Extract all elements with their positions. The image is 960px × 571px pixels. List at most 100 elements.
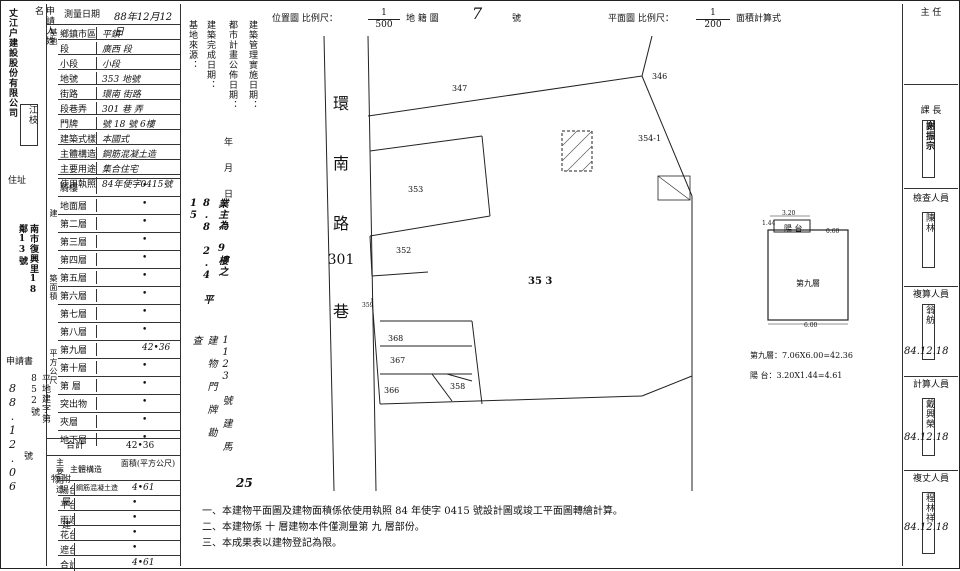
- floor-row: 騎樓•: [58, 178, 180, 196]
- floor-row-label: 夾層: [60, 415, 97, 428]
- application-date: 88.12.06: [6, 382, 19, 494]
- aux-row-value: •: [132, 513, 138, 523]
- meta-column: 基地來源： 建築完成日期： 都市計畫公佈日期： 建築管理實施日期： 年 月 日 …: [184, 10, 270, 510]
- aux-row: 合計4•61: [58, 555, 180, 571]
- floor-row-label: 第八層: [60, 325, 97, 338]
- survey-row-value: 集合住宅: [102, 165, 139, 175]
- survey-row-value: 廣西 段: [102, 45, 132, 55]
- floor-row-value: •: [142, 181, 148, 191]
- plan-top-dim: 3.20: [782, 210, 796, 217]
- floor-row: 第十層 •: [58, 358, 180, 376]
- note-2: 二、本建物係 十 層建物本件僅測量第 九 層部份。: [202, 522, 425, 533]
- parcel-368: 368: [388, 334, 404, 343]
- floor-plan: [767, 215, 849, 325]
- note-3: 三、本成果表以建物登記為限。: [202, 538, 342, 549]
- survey-row: 主要用途集合住宅: [58, 159, 180, 175]
- floor-row-value: •: [142, 325, 148, 335]
- section-chief-box: 課 長 謝振宗: [904, 84, 958, 189]
- recalc-date: 84.12.18: [904, 346, 949, 357]
- floor-row: 夾層•: [58, 412, 180, 430]
- plan-scale-bottom: 200: [704, 20, 722, 30]
- survey-row-value: 84年使字0415號: [102, 180, 173, 190]
- floor-row-value: •: [142, 361, 148, 371]
- floor-row-value: •: [142, 379, 148, 389]
- plan-scale-top: 1: [696, 8, 730, 20]
- aux-row-value: •: [132, 543, 138, 553]
- aux-row-label: 遮台: [60, 543, 75, 556]
- aux-row-label: 花台: [60, 528, 75, 541]
- plan-suffix: 面積計算式: [736, 14, 782, 24]
- survey-row-label: 主要用途: [60, 162, 97, 175]
- floor-row-value: •: [142, 253, 148, 263]
- floor-row-value: •: [142, 217, 148, 227]
- aux-row: 遮台 •: [58, 540, 180, 556]
- floor-row-label: 第 層: [60, 379, 97, 392]
- survey-row: 門牌號 18 號 6樓: [58, 114, 180, 130]
- aux-row-value: 4•61: [132, 558, 155, 568]
- floor-row-value: •: [142, 289, 148, 299]
- parcel-347: 347: [452, 84, 468, 93]
- aux-side-label: 附屬建物: [49, 474, 70, 543]
- parcel-366: 366: [384, 386, 400, 395]
- floor-row-value: •: [142, 397, 148, 407]
- survey-row-label: 鄉鎮市區: [60, 27, 97, 40]
- computer-box: 計算人員 戴興榮 84.12.18: [904, 376, 958, 471]
- floor-row: 第五層•: [58, 268, 180, 286]
- survey-row-label: 街路: [60, 87, 97, 100]
- parcel-352: 352: [396, 246, 412, 255]
- floor-row-label: 第六層: [60, 289, 97, 302]
- survey-row: 街路環南 街路: [58, 84, 180, 100]
- survey-row: 小段小段: [58, 54, 180, 70]
- floor-row-label: 第三層: [60, 235, 97, 248]
- floor-row-label: 第四層: [60, 253, 97, 266]
- survey-row-label: 建築式樣: [60, 132, 97, 145]
- survey-row-value: 本國式: [102, 135, 130, 145]
- aux-row: 雨遮•: [58, 510, 180, 526]
- chief-label: 主 任: [920, 8, 942, 18]
- road-char-1: 環: [332, 94, 349, 113]
- floor-row-value: 42•36: [142, 343, 171, 353]
- aux-row-label: 陽台: [60, 483, 75, 496]
- floor-row: 第六層 •: [58, 286, 180, 304]
- survey-row-label: 主體構造: [60, 147, 97, 160]
- floor-row-label: 突出物: [60, 397, 97, 410]
- location-scale-label: 位置圖 比例尺：: [272, 14, 338, 24]
- floor-row-label: 第十層: [60, 361, 97, 374]
- survey-row-value: 號 18 號 6樓: [102, 120, 155, 130]
- no-label: 號: [24, 452, 34, 462]
- applicant-stamp: 江枝: [20, 104, 38, 146]
- address-value: 南市復興里18鄰13號: [17, 224, 38, 296]
- survey-row-label: 段巷弄: [60, 102, 97, 115]
- survey-date-value: 88年12月12日: [114, 12, 173, 38]
- floor-row-label: 第七層: [60, 307, 97, 320]
- notes-block: 一、本建物平面圖及建物面積係依使用執照 84 年使字 0415 號設計圖或竣工平…: [202, 504, 902, 552]
- survey-row-value: 小段: [102, 60, 121, 70]
- floor-row-label: 第二層: [60, 217, 97, 230]
- meta-handwritten-2: 1123 號 建 馬 建 物 門 牌 勘 查: [190, 335, 231, 452]
- floor-row-label: 第九層: [60, 343, 97, 356]
- survey-row-value: 鋼筋混凝土造: [102, 150, 157, 160]
- map-road-label: 環 南 路 301 巷: [326, 90, 356, 322]
- header-bar: 位置圖 比例尺： 1 500 地 籍 圖 7 號 平面圖 比例尺： 1 200 …: [272, 4, 902, 32]
- location-scale-bottom: 500: [375, 20, 393, 30]
- section-chief-stamp: 謝振宗: [922, 120, 935, 178]
- recalc-stamp: 翁舫: [922, 304, 935, 360]
- aux-row: 陽台鋼筋混凝土造4•61: [58, 480, 180, 496]
- recalc-box: 複算人員 翁舫 84.12.18: [904, 286, 958, 377]
- floor-row: 第四層 •: [58, 250, 180, 268]
- aux-header-struct: 主體構造: [70, 465, 102, 474]
- aux-row-label: 平台: [60, 498, 75, 511]
- parcel-346: 346: [652, 72, 668, 81]
- aux-header-area: 面積(平方公尺): [120, 459, 176, 468]
- plan-calc-balcony: 陽 台：3.20X1.44=4.61: [750, 371, 843, 380]
- computer-label: 計算人員: [912, 380, 949, 390]
- applicant-label: 申請人姓名: [33, 6, 54, 46]
- parcel-main-353: 35 3: [528, 276, 553, 287]
- survey-row-value: 301 巷 弄: [102, 105, 143, 115]
- surveyor-date: 84.12.18: [904, 522, 949, 533]
- sheet-number: 7: [472, 4, 483, 23]
- road-char-2: 南: [332, 154, 349, 173]
- base-section-label: 基地: [49, 28, 58, 46]
